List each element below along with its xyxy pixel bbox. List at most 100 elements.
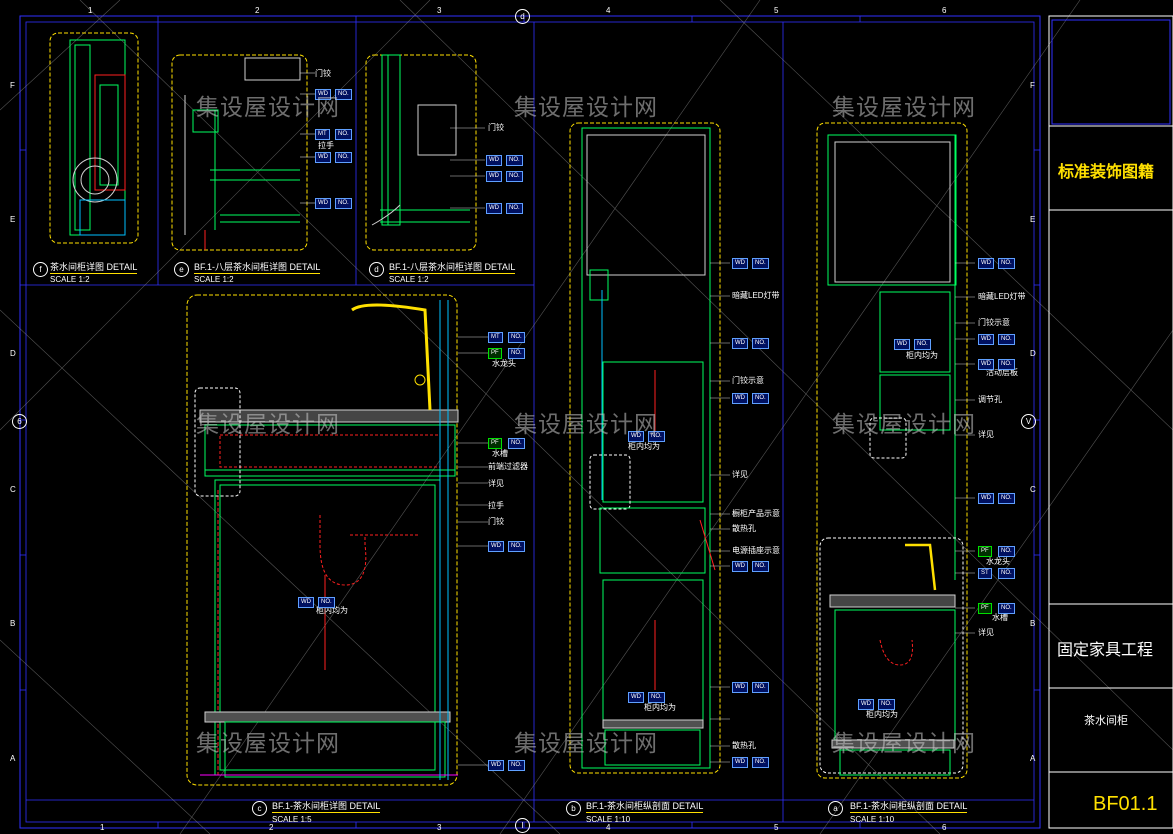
- annotation-vent: 散热孔: [732, 524, 756, 533]
- annotation-handle: 拉手: [488, 501, 504, 510]
- material-tag: WD: [488, 541, 504, 552]
- grid-col-label: 2: [269, 823, 274, 832]
- grid-row-label: F: [1030, 81, 1035, 90]
- material-tag: NO.: [506, 171, 523, 182]
- watermark: 集设屋设计网: [514, 412, 658, 438]
- grid-row-label: D: [1030, 349, 1036, 358]
- detail-c-scale: SCALE 1:5: [272, 815, 312, 824]
- grid-col-label: 6: [942, 823, 947, 832]
- material-tag: NO.: [318, 597, 335, 608]
- annotation-cabinet-note: 柜内均为: [866, 710, 898, 719]
- material-tag: NO.: [648, 431, 665, 442]
- material-tag: NO.: [998, 359, 1015, 370]
- grid-row-label: D: [10, 349, 16, 358]
- grid-row-label: A: [10, 754, 16, 763]
- watermark: 集设屋设计网: [832, 731, 976, 757]
- title-block-frame: [1048, 15, 1173, 829]
- annotation-door: 门铰: [488, 517, 504, 526]
- material-tag: PF: [978, 546, 992, 557]
- annotation-faucet: 水龙头: [492, 359, 516, 368]
- grid-col-label: 1: [88, 6, 93, 15]
- detail-f-drawing: [49, 32, 139, 244]
- detail-d-drawing: [365, 54, 477, 251]
- detail-a-scale: SCALE 1:10: [850, 815, 895, 824]
- detail-a-title: BF.1-茶水间柜纵剖面 DETAIL: [850, 801, 968, 813]
- grid-col-label: 2: [255, 6, 260, 15]
- annotation-cabinet-note: 柜内均为: [628, 442, 660, 451]
- grid-col-label: 6: [942, 6, 947, 15]
- material-tag: NO.: [752, 561, 769, 572]
- title-block-project: 固定家具工程: [1057, 642, 1154, 659]
- grid-row-label: A: [1030, 754, 1036, 763]
- annotation-adjust-hole: 调节孔: [978, 395, 1002, 404]
- material-tag: NO.: [508, 438, 525, 449]
- material-tag: NO.: [752, 393, 769, 404]
- detail-e-scale: SCALE 1:2: [194, 275, 234, 284]
- material-tag: WD: [732, 682, 748, 693]
- material-tag: NO.: [508, 541, 525, 552]
- material-tag: WD: [486, 203, 502, 214]
- material-tag: NO.: [752, 338, 769, 349]
- annotation-handle: 拉手: [318, 141, 334, 150]
- material-tag: WD: [732, 258, 748, 269]
- grid-row-label: E: [1030, 215, 1036, 224]
- material-tag: NO.: [648, 692, 665, 703]
- material-tag: NO.: [335, 152, 352, 163]
- detail-e-drawing: [171, 54, 308, 251]
- annotation-sink: 水槽: [992, 613, 1008, 622]
- material-tag: MT: [315, 129, 330, 140]
- annotation-see: 详见: [488, 479, 504, 488]
- leader-lines: [300, 72, 975, 766]
- material-tag: MT: [488, 332, 503, 343]
- material-tag: NO.: [335, 198, 352, 209]
- grid-col-label: 5: [774, 6, 779, 15]
- material-tag: NO.: [335, 129, 352, 140]
- material-tag: WD: [298, 597, 314, 608]
- annotation-led: 暗藏LED灯带: [732, 291, 780, 300]
- annotation-hinge: 门铰: [315, 69, 331, 78]
- detail-c-title: BF.1-茶水间柜详图 DETAIL: [272, 801, 381, 813]
- annotation-see: 详见: [978, 430, 994, 439]
- detail-f-title: 茶水间柜详图 DETAIL: [50, 262, 138, 274]
- watermark: 集设屋设计网: [514, 95, 658, 121]
- material-tag: NO.: [998, 603, 1015, 614]
- material-tag: NO.: [998, 334, 1015, 345]
- detail-d-title: BF.1-八层茶水间柜详图 DETAIL: [389, 262, 516, 274]
- detail-c-drawing: [186, 294, 459, 786]
- annotation-door-alarm: 门铰示意: [732, 376, 764, 385]
- material-tag: WD: [894, 339, 910, 350]
- watermark: 集设屋设计网: [832, 412, 976, 438]
- watermark: 集设屋设计网: [514, 731, 658, 757]
- grid-col-label: 1: [100, 823, 105, 832]
- annotation-equipment: 橱柜产品示意: [732, 509, 780, 518]
- material-tag: NO.: [752, 682, 769, 693]
- detail-f-scale: SCALE 1:2: [50, 275, 90, 284]
- material-tag: NO.: [914, 339, 931, 350]
- detail-f-bubble: f: [33, 262, 48, 277]
- detail-a-bubble: a: [828, 801, 843, 816]
- annotation-cabinet-note: 柜内均为: [644, 703, 676, 712]
- detail-c-bubble: c: [252, 801, 267, 816]
- title-block-drawing-name: 茶水间柜: [1084, 714, 1128, 727]
- material-tag: WD: [486, 155, 502, 166]
- grid-col-label: 5: [774, 823, 779, 832]
- material-tag: WD: [978, 493, 994, 504]
- annotation-sink: 水槽: [492, 449, 508, 458]
- grid-col-label: 3: [437, 823, 442, 832]
- axis-marker-top: d: [515, 9, 530, 24]
- detail-b-bubble: b: [566, 801, 581, 816]
- annotation-filter: 前端过滤器: [488, 462, 528, 471]
- annotation-see: 详见: [978, 628, 994, 637]
- material-tag: ST: [978, 568, 992, 579]
- material-tag: WD: [858, 699, 874, 710]
- material-tag: WD: [732, 338, 748, 349]
- material-tag: NO.: [752, 258, 769, 269]
- grid-row-label: B: [10, 619, 16, 628]
- annotation-see: 详见: [732, 470, 748, 479]
- material-tag: PF: [488, 438, 502, 449]
- grid-row-label: C: [1030, 485, 1036, 494]
- material-tag: NO.: [508, 348, 525, 359]
- material-tag: NO.: [998, 493, 1015, 504]
- watermark: 集设屋设计网: [196, 412, 340, 438]
